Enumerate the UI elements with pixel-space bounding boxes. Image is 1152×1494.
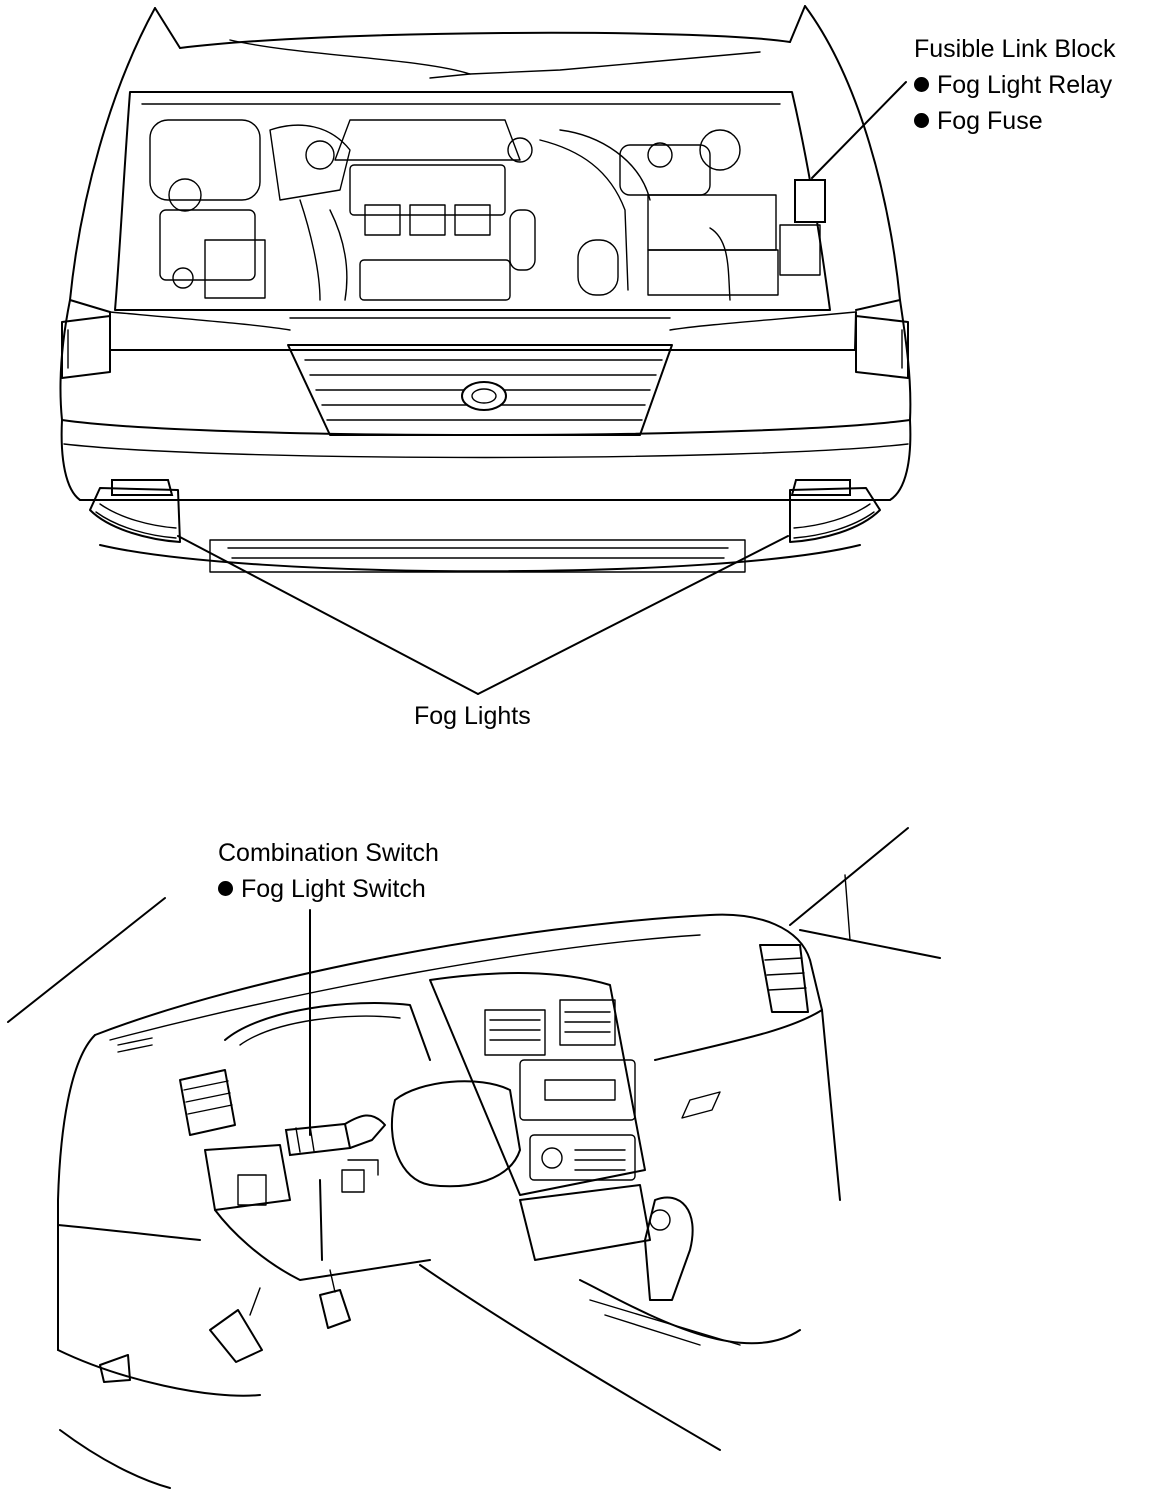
bullet-icon bbox=[914, 113, 929, 128]
fog-light-switch-item: Fog Light Switch bbox=[218, 871, 439, 907]
fog-lights-leader-right bbox=[477, 535, 789, 695]
fog-light-switch-text: Fog Light Switch bbox=[241, 875, 426, 903]
fusible-link-block-title: Fusible Link Block bbox=[914, 35, 1116, 63]
fog-lights-title: Fog Lights bbox=[414, 702, 531, 730]
combination-switch-title: Combination Switch bbox=[218, 839, 439, 867]
fog-lights-callout: Fog Lights bbox=[414, 698, 531, 734]
fog-light-relay-text: Fog Light Relay bbox=[937, 71, 1113, 99]
fusible-link-leader-line bbox=[811, 81, 907, 179]
fusible-link-block-callout: Fusible Link Block Fog Light Relay Fog F… bbox=[914, 31, 1115, 139]
combination-switch-callout: Combination Switch Fog Light Switch bbox=[218, 835, 439, 907]
emblem-shape bbox=[461, 381, 507, 411]
bullet-icon bbox=[914, 77, 929, 92]
engine-compartment-drawing bbox=[59, 5, 912, 573]
fog-lights-leader-left bbox=[177, 535, 479, 695]
fog-fuse-item: Fog Fuse bbox=[914, 103, 1115, 139]
fusible-link-block-shape bbox=[794, 179, 826, 223]
bullet-icon bbox=[218, 881, 233, 896]
fog-light-left bbox=[89, 479, 181, 543]
dashboard-drawing bbox=[7, 827, 941, 1489]
fog-fuse-text: Fog Fuse bbox=[937, 107, 1043, 135]
fog-light-right bbox=[789, 479, 881, 543]
fog-light-relay-item: Fog Light Relay bbox=[914, 67, 1115, 103]
